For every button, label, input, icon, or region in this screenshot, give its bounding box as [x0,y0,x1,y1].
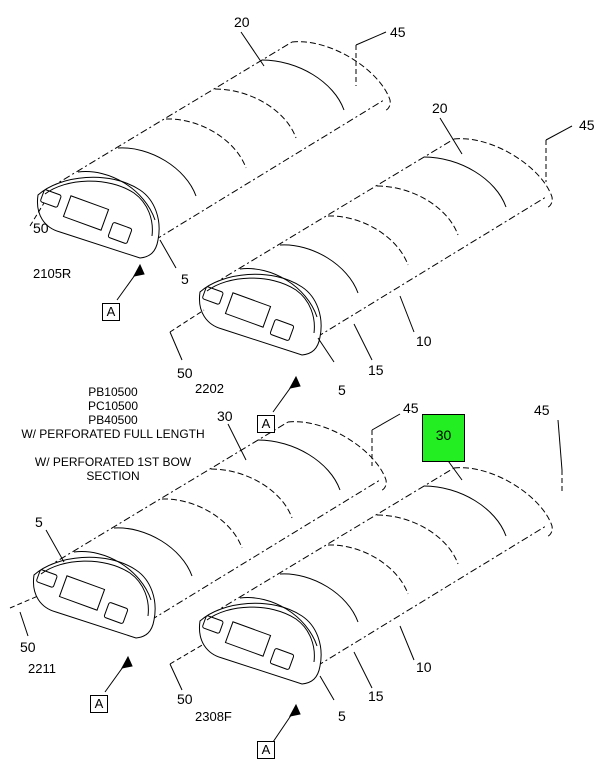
part-note-2: PC10500 [87,399,139,413]
panel-2202 [198,138,553,356]
perforation-note-1: W/ PERFORATED FULL LENGTH [21,427,205,441]
callout-5-a: 5 [181,271,189,287]
perforation-note-2: W/ PERFORATED 1ST BOW [34,455,192,469]
callout-45-d: 45 [534,402,550,418]
callout-5-b: 5 [338,382,346,398]
callout-45-b: 45 [579,117,595,133]
view-ref-a-1: A [102,303,120,321]
perforation-note-3: SECTION [86,469,140,483]
figure-label-2308f: 2308F [195,709,232,724]
callout-50-a: 50 [33,220,49,236]
callout-30-highlighted[interactable]: 30 [422,414,465,462]
callout-30-c: 30 [217,408,233,424]
callout-50-d: 50 [177,691,193,707]
leaders-b [169,117,573,413]
leaders-c [9,413,401,693]
part-note-3: PB40500 [88,413,138,427]
callout-15-b: 15 [368,362,384,378]
leaders-a [29,31,387,301]
leaders-d [169,419,563,743]
callout-10-d: 10 [416,659,432,675]
figure-label-2105r: 2105R [33,266,72,281]
callout-20-a: 20 [234,14,250,30]
figure-label-2202: 2202 [195,381,224,396]
view-ref-a-4: A [257,741,275,759]
figure-label-2211: 2211 [28,661,56,676]
callout-50-b: 50 [177,365,193,381]
callout-20-b: 20 [432,100,448,116]
callout-10-b: 10 [416,333,432,349]
part-note-1: PB10500 [88,385,138,399]
callout-5-c: 5 [35,514,43,530]
view-ref-a-3: A [90,695,108,713]
callout-15-d: 15 [368,688,384,704]
callout-45-c: 45 [403,400,419,416]
callout-50-c: 50 [20,639,36,655]
panel-2105r [36,41,391,259]
callout-45-a: 45 [390,24,406,40]
view-ref-a-2: A [257,415,275,433]
panel-2308f [198,467,553,685]
callout-5-d: 5 [338,708,346,724]
